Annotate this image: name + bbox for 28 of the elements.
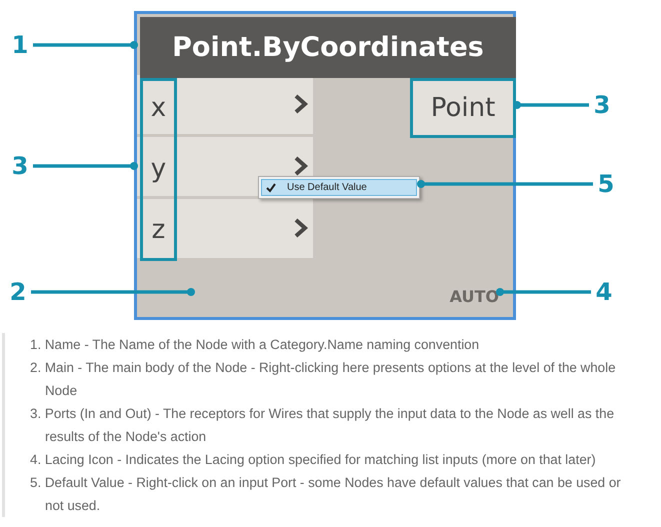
list-item: 4. Lacing Icon - Indicates the Lacing option specified for matching list inputs (more on that later) <box>30 451 597 469</box>
node-card <box>134 11 516 320</box>
leader-line <box>33 162 138 170</box>
list-item: 3. Ports (In and Out) - The receptors for Wires that supply the input data to the Node as well as the results of the Node's action <box>30 405 616 446</box>
leader-line <box>496 288 591 296</box>
callout-number: 5 <box>598 170 614 198</box>
leader-line <box>417 180 593 188</box>
port-label: z <box>150 215 166 245</box>
callout-number: 3 <box>12 152 28 180</box>
menu-item-label: Use Default Value <box>287 181 367 195</box>
port-label: x <box>150 93 168 123</box>
leader-line <box>33 41 138 49</box>
list-item: 5. Default Value - Right-click on an input Port - some Nodes have default values that can be used or not used. <box>30 474 622 515</box>
lacing-label: AUTO <box>450 287 499 306</box>
leader-line <box>31 288 195 296</box>
callout-number: 4 <box>596 278 612 306</box>
leader-line <box>513 101 589 109</box>
callout-number: 3 <box>594 91 610 119</box>
output-port-highlight <box>410 78 516 138</box>
list-item: 2. Main - The main body of the Node - Right-clicking here presents options at the level of the whole Node <box>30 359 617 400</box>
list-item: 1. Name - The Name of the Node with a Category.Name naming convention <box>30 336 480 354</box>
callout-number: 2 <box>10 278 26 306</box>
callout-number: 1 <box>12 31 28 59</box>
input-ports-highlight <box>140 78 177 261</box>
node-title: Point.ByCoordinates <box>172 32 484 63</box>
node-title-bar <box>140 17 516 78</box>
port-label: Point <box>430 93 496 123</box>
port-label: y <box>150 154 168 184</box>
